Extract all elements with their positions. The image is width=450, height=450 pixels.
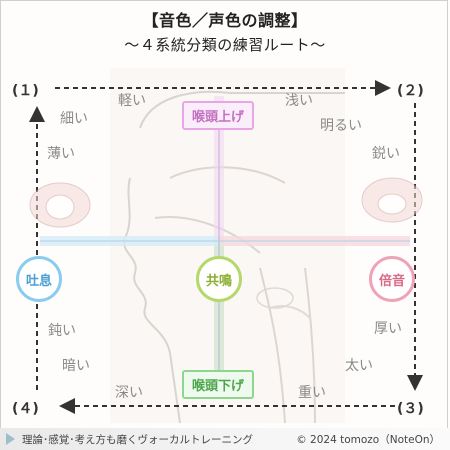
- axis-top-label: 喉頭上げ: [182, 101, 255, 130]
- footer-copyright: © 2024 tomozo（NoteOn）: [296, 434, 440, 446]
- word-usui: 薄い: [47, 146, 75, 162]
- word-fukai: 深い: [115, 385, 143, 401]
- diagram-title: 【音色／声色の調整】: [142, 11, 308, 30]
- word-surudoi: 鋭い: [372, 146, 400, 162]
- axis-right-label: 倍音: [369, 256, 415, 302]
- footer-bar: 理論･感覚･考え方も磨くヴォーカルトレーニング © 2024 tomozo（No…: [0, 428, 450, 450]
- word-omoi: 重い: [298, 385, 326, 401]
- larynx-right-icon: [361, 177, 423, 223]
- word-nibui: 鈍い: [48, 323, 76, 339]
- word-karui: 軽い: [118, 93, 146, 109]
- word-akarui: 明るい: [320, 118, 362, 134]
- axis-left-label: 吐息: [16, 256, 62, 302]
- diagram-subtitle: ～４系統分類の練習ルート～: [124, 36, 326, 54]
- word-atsui: 厚い: [374, 321, 402, 337]
- axis-bottom-label: 喉頭下げ: [182, 370, 255, 399]
- larynx-left-icon: [29, 182, 91, 228]
- footer-triangle-icon: [6, 433, 15, 445]
- footer-tagline: 理論･感覚･考え方も磨くヴォーカルトレーニング: [22, 434, 253, 446]
- word-kurai: 暗い: [62, 358, 90, 374]
- corner-label-1: (１): [12, 83, 39, 99]
- corner-label-3: (３): [397, 401, 424, 417]
- word-asai: 浅い: [285, 93, 313, 109]
- axis-center-label: 共鳴: [196, 256, 242, 302]
- corner-label-2: (２): [397, 83, 424, 99]
- corner-label-4: (４): [12, 401, 39, 417]
- word-futoi: 太い: [345, 358, 373, 374]
- word-hosoi: 細い: [60, 111, 88, 127]
